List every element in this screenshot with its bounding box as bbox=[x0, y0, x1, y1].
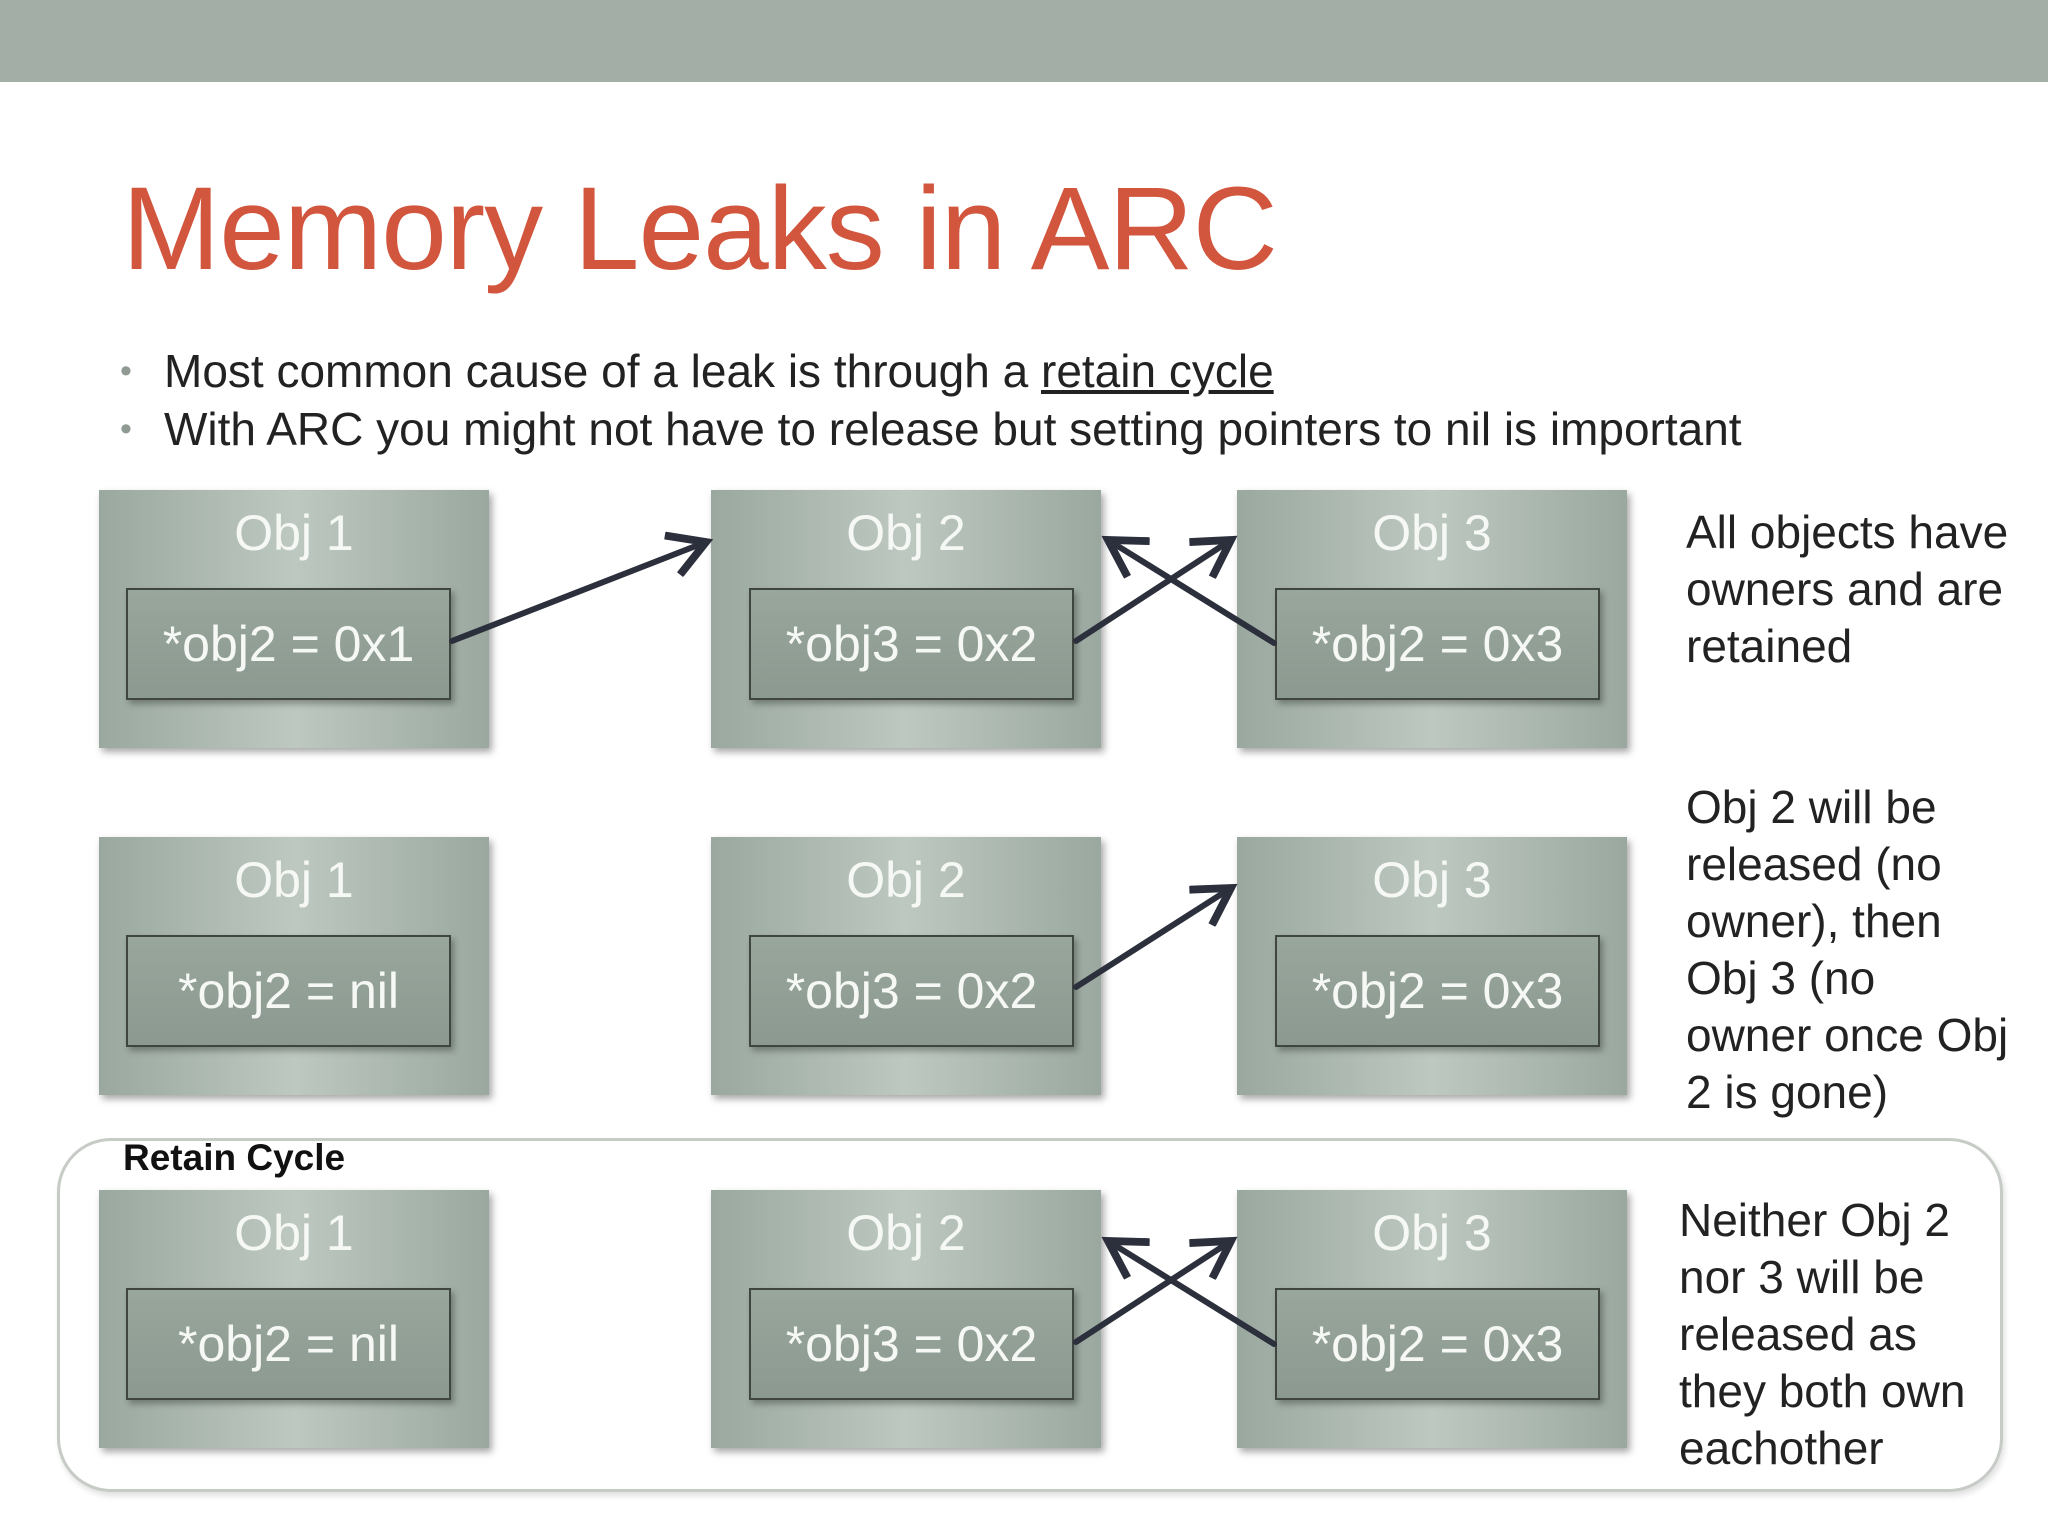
pointer-field: *obj2 = nil bbox=[126, 1288, 451, 1400]
arrow-obj3-to-obj2 bbox=[1108, 1241, 1277, 1347]
row1-obj2-box: Obj 2 *obj3 = 0x2 bbox=[711, 490, 1101, 748]
bullet-dot: • bbox=[120, 409, 132, 448]
retain-cycle-label: Retain Cycle bbox=[123, 1137, 346, 1178]
note-line: nor 3 will be bbox=[1679, 1251, 1925, 1303]
pointer-field: *obj2 = 0x1 bbox=[126, 588, 451, 700]
note-line: released (no bbox=[1686, 838, 1942, 890]
note-line: owner once Obj bbox=[1686, 1009, 2009, 1061]
row2-obj3-box: Obj 3 *obj2 = 0x3 bbox=[1237, 837, 1627, 1095]
retain-cycle-link[interactable]: retain cycle bbox=[1041, 345, 1274, 397]
row1-note: All objects have owners and are retained bbox=[1686, 504, 2008, 675]
arrow-obj2-to-obj3 bbox=[1073, 540, 1231, 644]
bullet-item: • With ARC you might not have to release… bbox=[120, 400, 1742, 458]
note-line: released as bbox=[1679, 1308, 1917, 1360]
note-line: owner), then bbox=[1686, 895, 1942, 947]
note-line: eachother bbox=[1679, 1422, 1884, 1474]
note-line: they both own bbox=[1679, 1365, 1966, 1417]
bullet-list: • Most common cause of a leak is through… bbox=[120, 342, 1742, 458]
pointer-field: *obj3 = 0x2 bbox=[749, 588, 1074, 700]
note-line: owners and are bbox=[1686, 563, 2004, 615]
obj-title: Obj 2 bbox=[846, 505, 966, 561]
row2-note: Obj 2 will be released (no owner), then … bbox=[1686, 779, 2008, 1121]
pointer-field: *obj2 = 0x3 bbox=[1275, 935, 1600, 1047]
retain-cycle-frame bbox=[57, 1138, 2003, 1492]
bullet-dot: • bbox=[120, 351, 132, 390]
obj-title: Obj 3 bbox=[1372, 852, 1492, 908]
bullet-text: With ARC you might not have to release b… bbox=[164, 403, 1742, 455]
arrow-obj3-to-obj2 bbox=[1108, 540, 1277, 646]
obj-title: Obj 2 bbox=[846, 852, 966, 908]
obj-title: Obj 3 bbox=[1372, 1205, 1492, 1261]
pointer-field: *obj2 = 0x3 bbox=[1275, 588, 1600, 700]
note-line: Obj 2 will be bbox=[1686, 781, 1937, 833]
row3-obj3-box: Obj 3 *obj2 = 0x3 bbox=[1237, 1190, 1627, 1448]
obj-title: Obj 2 bbox=[846, 1205, 966, 1261]
pointer-field: *obj2 = nil bbox=[126, 935, 451, 1047]
row3-obj2-box: Obj 2 *obj3 = 0x2 bbox=[711, 1190, 1101, 1448]
obj-title: Obj 3 bbox=[1372, 505, 1492, 561]
row3-note: Neither Obj 2 nor 3 will be released as … bbox=[1679, 1192, 1965, 1477]
row1-obj1-box: Obj 1 *obj2 = 0x1 bbox=[99, 490, 489, 748]
obj-title: Obj 1 bbox=[234, 852, 354, 908]
note-line: 2 is gone) bbox=[1686, 1066, 1889, 1118]
pointer-field: *obj3 = 0x2 bbox=[749, 1288, 1074, 1400]
arrow-obj2-to-obj3 bbox=[1073, 888, 1231, 990]
row2-obj2-box: Obj 2 *obj3 = 0x2 bbox=[711, 837, 1101, 1095]
row2-obj1-box: Obj 1 *obj2 = nil bbox=[99, 837, 489, 1095]
slide-title: Memory Leaks in ARC bbox=[122, 163, 1278, 295]
row3-obj1-box: Obj 1 *obj2 = nil bbox=[99, 1190, 489, 1448]
note-line: retained bbox=[1686, 620, 1853, 672]
pointer-field: *obj3 = 0x2 bbox=[749, 935, 1074, 1047]
bullet-text-lead: Most common cause of a leak is through a bbox=[164, 345, 1041, 397]
arrow-obj1-to-obj2 bbox=[449, 542, 706, 644]
bullet-text: Most common cause of a leak is through a… bbox=[164, 344, 1274, 398]
top-banner bbox=[0, 0, 2048, 82]
obj-title: Obj 1 bbox=[234, 1205, 354, 1261]
note-line: All objects have bbox=[1686, 506, 2009, 558]
arrow-obj2-to-obj3 bbox=[1073, 1241, 1231, 1345]
row1-obj3-box: Obj 3 *obj2 = 0x3 bbox=[1237, 490, 1627, 748]
pointer-field: *obj2 = 0x3 bbox=[1275, 1288, 1600, 1400]
note-line: Neither Obj 2 bbox=[1679, 1194, 1951, 1246]
bullet-item: • Most common cause of a leak is through… bbox=[120, 342, 1742, 400]
note-line: Obj 3 (no bbox=[1686, 952, 1876, 1004]
obj-title: Obj 1 bbox=[234, 505, 354, 561]
